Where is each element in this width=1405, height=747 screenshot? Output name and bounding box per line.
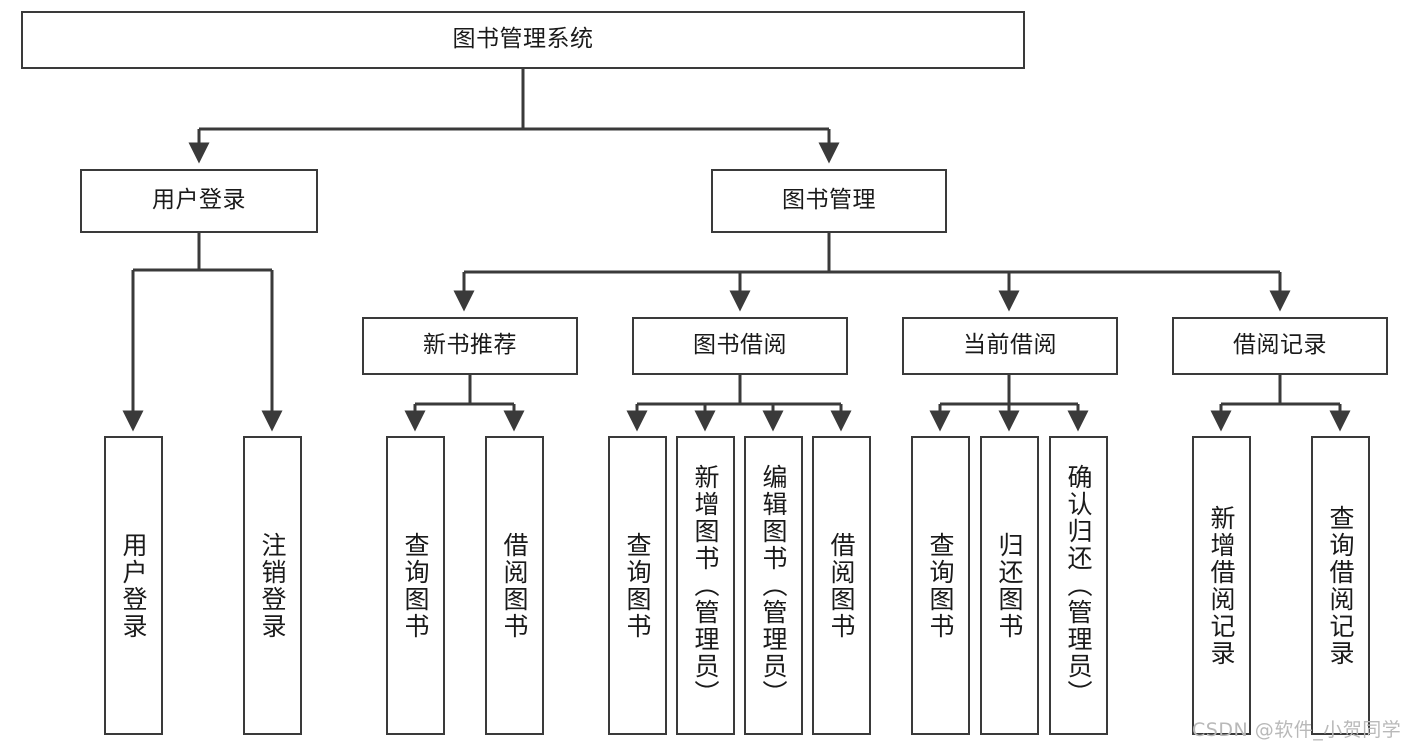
node-book-management-system[interactable]: 图书管理系统 <box>21 11 1025 69</box>
node-leaf-add-book[interactable]: 新增图书（管理员） <box>676 436 735 735</box>
node-label: 查询图书 <box>401 531 430 640</box>
node-borrowing-record[interactable]: 借阅记录 <box>1172 317 1388 375</box>
node-leaf-add-borrow-record[interactable]: 新增借阅记录 <box>1192 436 1251 735</box>
node-leaf-borrow-book[interactable]: 借阅图书 <box>812 436 871 735</box>
node-label: 编辑图书（管理员） <box>759 464 788 707</box>
node-leaf-query-book-rec[interactable]: 查询图书 <box>386 436 445 735</box>
node-label: 查询图书 <box>926 531 955 640</box>
node-label: 借阅图书 <box>827 531 856 640</box>
node-user-login[interactable]: 用户登录 <box>80 169 318 233</box>
node-leaf-query-borrow-record[interactable]: 查询借阅记录 <box>1311 436 1370 735</box>
node-label: 借阅图书 <box>500 531 529 640</box>
node-label: 图书管理 <box>782 187 876 214</box>
node-leaf-confirm-return[interactable]: 确认归还（管理员） <box>1049 436 1108 735</box>
node-label: 新增借阅记录 <box>1207 504 1236 667</box>
node-label: 图书借阅 <box>693 332 787 359</box>
node-label: 查询借阅记录 <box>1326 504 1355 667</box>
node-leaf-user-login[interactable]: 用户登录 <box>104 436 163 735</box>
node-leaf-query-book-borrow[interactable]: 查询图书 <box>608 436 667 735</box>
node-label: 借阅记录 <box>1233 332 1327 359</box>
node-label: 新书推荐 <box>423 332 517 359</box>
node-book-borrowing[interactable]: 图书借阅 <box>632 317 848 375</box>
node-leaf-logout-login[interactable]: 注销登录 <box>243 436 302 735</box>
node-label: 图书管理系统 <box>452 26 594 53</box>
node-label: 注销登录 <box>258 531 287 640</box>
node-label: 新增图书（管理员） <box>691 464 720 707</box>
node-book-management[interactable]: 图书管理 <box>711 169 947 233</box>
node-label: 归还图书 <box>995 531 1024 640</box>
node-current-borrowing[interactable]: 当前借阅 <box>902 317 1118 375</box>
node-label: 用户登录 <box>152 187 246 214</box>
node-new-book-recommendation[interactable]: 新书推荐 <box>362 317 578 375</box>
node-leaf-borrow-book-rec[interactable]: 借阅图书 <box>485 436 544 735</box>
node-label: 确认归还（管理员） <box>1064 464 1093 707</box>
node-label: 当前借阅 <box>963 332 1057 359</box>
node-leaf-edit-book[interactable]: 编辑图书（管理员） <box>744 436 803 735</box>
node-label: 用户登录 <box>119 531 148 640</box>
node-label: 查询图书 <box>623 531 652 640</box>
node-leaf-query-book-current[interactable]: 查询图书 <box>911 436 970 735</box>
node-leaf-return-book[interactable]: 归还图书 <box>980 436 1039 735</box>
csdn-watermark: CSDN @软件_小贺同学 <box>1192 719 1402 741</box>
